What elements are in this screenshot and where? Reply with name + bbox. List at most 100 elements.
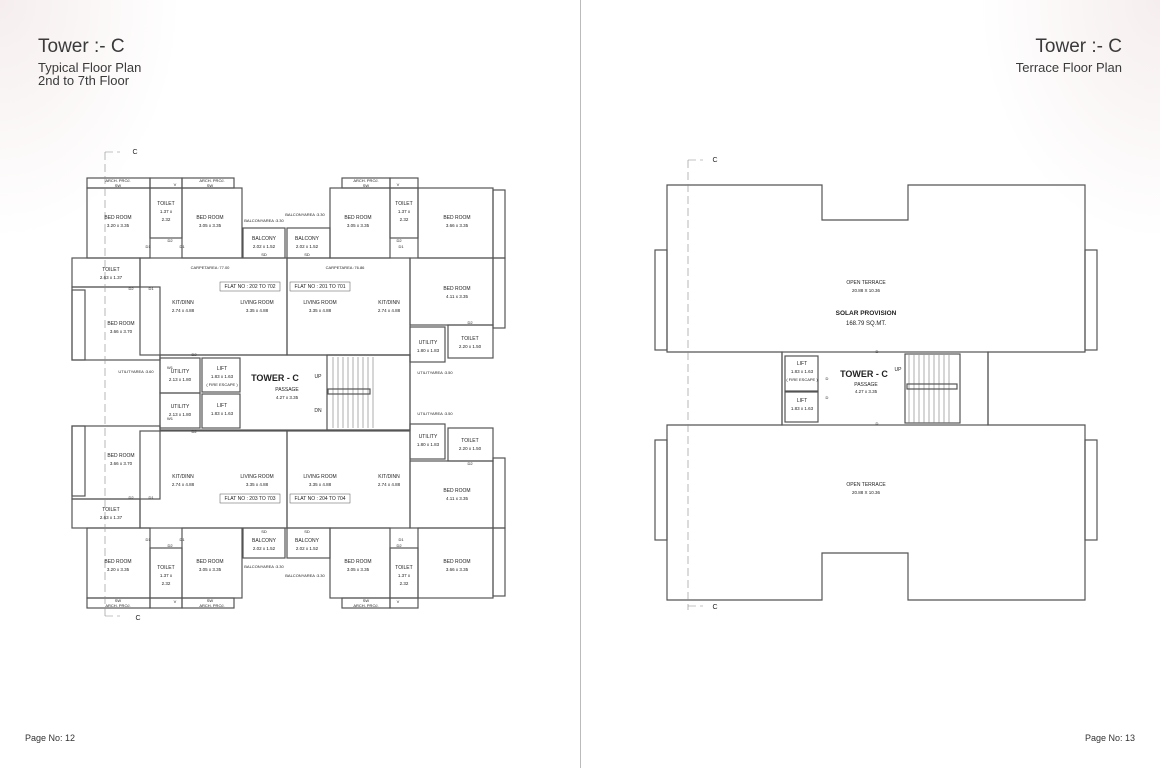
flat-number: FLAT NO : 201 TO 701: [294, 284, 345, 290]
solar-provision-area: 168.79 SQ.MT.: [846, 321, 886, 327]
tag-sd: SD: [261, 529, 267, 534]
room-lift-name: LIFT: [797, 361, 807, 367]
page-title: Tower :- C: [38, 36, 125, 57]
room-living-size: 3.35 x 4.88: [246, 308, 269, 313]
room-bed5-name: BED ROOM: [443, 488, 470, 494]
utility-room: [159, 392, 201, 429]
room-balcony-size: 2.02 x 1.52: [253, 546, 276, 551]
room-balcony-name: BALCONY: [252, 538, 277, 544]
plan-floors: 2nd to 7th Floor: [38, 73, 130, 88]
terrace-parapet: [1084, 439, 1098, 541]
plan-subtitle: Typical Floor Plan: [38, 60, 142, 75]
room-bed2-name: BED ROOM: [344, 215, 371, 221]
wall: [149, 597, 183, 609]
passage-label: PASSAGE: [275, 387, 299, 393]
flat-number: FLAT NO : 202 TO 702: [224, 284, 275, 290]
tag-v: V: [397, 182, 400, 187]
utility-area: UTILITYAREA :3.60: [118, 369, 154, 374]
room-toilet2-size: 2.63 x 1.37: [100, 515, 123, 520]
tag-d1: D1: [148, 495, 154, 500]
tag-sd: SD: [304, 252, 310, 257]
tag-d2: D2: [191, 429, 197, 434]
utility-area: UTILITYAREA :3.50: [417, 370, 453, 375]
carpet-area: CARPETAREA :76.86: [326, 265, 366, 270]
tag-d1: D1: [179, 244, 185, 249]
page-divider: [580, 0, 581, 768]
wall: [139, 257, 288, 356]
wall: [447, 324, 494, 359]
balcony-area: BALCONYAREA :3.30: [244, 564, 284, 569]
room-utility-size: 2.13 x 1.80: [169, 412, 192, 417]
room-toilet-size: 1.37 x: [160, 573, 173, 578]
tag-d2: D2: [128, 495, 134, 500]
tag-d2: D2: [128, 286, 134, 291]
room-utility2-size: 1.80 x 1.83: [417, 348, 440, 353]
lift-shaft: [201, 357, 241, 393]
terrace-parapet: [654, 249, 668, 351]
core-wall: [781, 351, 989, 426]
passage-size: 4.27 x 3.35: [855, 389, 878, 394]
room-toilet-size: 2.32: [400, 581, 409, 586]
stair-landing-rail: [906, 383, 958, 390]
room-bed2-size: 3.05 x 3.35: [347, 567, 370, 572]
room-bed3-size: 3.66 x 3.70: [110, 461, 133, 466]
passage-size: 4.27 x 3.35: [276, 395, 299, 400]
stair-up-label: UP: [895, 367, 903, 373]
room-kit-size: 2.74 x 4.88: [172, 308, 195, 313]
room-bed3-size: 3.66 x 3.70: [110, 329, 133, 334]
room-toilet-size: 1.37 x: [398, 209, 411, 214]
section-marker: C: [712, 157, 717, 164]
tag-v: V: [397, 599, 400, 604]
tag-d2: D2: [167, 543, 173, 548]
solar-provision-label: SOLAR PROVISION: [836, 310, 897, 317]
wall: [409, 423, 446, 460]
tag-w1: W1: [167, 365, 174, 370]
room-bed1-size: 3.20 x 3.35: [107, 567, 130, 572]
carpet-area: CARPETAREA :77.00: [191, 265, 231, 270]
room-bed1-size: 3.20 x 3.35: [107, 223, 130, 228]
tag-arch_proj: ARCH. PROJ.: [105, 603, 130, 608]
flat-number-box: [289, 493, 351, 504]
tag-arch_proj: ARCH. PROJ.: [199, 603, 224, 608]
room-toilet-name: TOILET: [395, 565, 412, 571]
room-kit-name: KIT/DINN: [172, 300, 194, 306]
room-toilet3-size: 2.20 x 1.50: [459, 446, 482, 451]
tag-sw: SW: [363, 183, 370, 188]
tag-d2: D2: [467, 461, 473, 466]
room-bed4-size: 3.66 x 3.35: [446, 567, 469, 572]
flat-number: FLAT NO : 203 TO 703: [224, 496, 275, 502]
room-lift-name: LIFT: [797, 398, 807, 404]
room-living-name: LIVING ROOM: [240, 474, 273, 480]
tag-sw: SW: [207, 183, 214, 188]
tag-arch_proj: ARCH. PROJ.: [105, 178, 130, 183]
room-bed5-name: BED ROOM: [443, 286, 470, 292]
room-bed4-name: BED ROOM: [443, 559, 470, 565]
balcony-area: BALCONYAREA :3.30: [285, 573, 325, 578]
room-balcony-size: 2.02 x 1.52: [296, 244, 319, 249]
room-utility2-size: 1.80 x 1.83: [417, 442, 440, 447]
room-living-name: LIVING ROOM: [240, 300, 273, 306]
room-toilet-name: TOILET: [395, 201, 412, 207]
room-lift-size: 1.83 x 1.63: [791, 369, 814, 374]
tag-w1: W1: [167, 416, 174, 421]
room-bed1-name: BED ROOM: [104, 559, 131, 565]
left-page: Tower :- C Typical Floor Plan 2nd to 7th…: [0, 0, 580, 768]
wall: [286, 527, 331, 559]
section-line: [104, 151, 120, 620]
room-living-name: LIVING ROOM: [303, 300, 336, 306]
room-kit-name: KIT/DINN: [172, 474, 194, 480]
tag-arch_proj: ARCH. PROJ.: [199, 178, 224, 183]
page-title: Tower :- C: [1035, 36, 1122, 57]
room-utility-name: UTILITY: [171, 369, 190, 375]
wall: [409, 326, 446, 363]
wall: [286, 227, 331, 259]
tag-sd: SD: [261, 252, 267, 257]
room-balcony-size: 2.02 x 1.52: [296, 546, 319, 551]
room-kit-name: KIT/DINN: [378, 300, 400, 306]
tag-d2: D2: [167, 238, 173, 243]
room-toilet2-name: TOILET: [102, 267, 119, 273]
tag-sw: SW: [115, 183, 122, 188]
wall: [71, 498, 141, 529]
wall: [409, 460, 494, 529]
open-terrace-size: 20.88 X 10.36: [852, 490, 881, 495]
